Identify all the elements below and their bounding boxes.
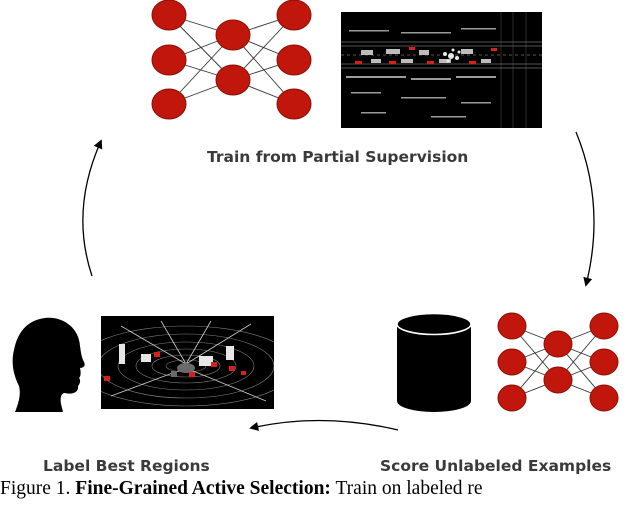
train-stage-label: Train from Partial Supervision <box>207 148 469 166</box>
arrow-bottom-left <box>249 419 399 431</box>
figure-caption: Figure 1. Fine-Grained Active Selection:… <box>0 478 640 500</box>
annotator-head <box>11 316 87 412</box>
caption-text: Train on labeled re <box>335 478 483 499</box>
neural-network-icon <box>497 312 619 412</box>
human-head-silhouette-icon <box>12 317 85 412</box>
neural-network-icon <box>151 0 312 120</box>
lidar-bev-image <box>341 12 542 128</box>
caption-prefix: Figure 1. <box>0 478 71 499</box>
unlabeled-database <box>396 313 472 413</box>
caption-bold-title: Fine-Grained Active Selection: <box>75 478 331 499</box>
arrow-left-up <box>82 139 103 277</box>
lidar-perspective-image <box>101 316 274 409</box>
database-cylinder-icon <box>396 313 472 412</box>
label-stage-label: Label Best Regions <box>43 457 210 475</box>
arrow-right-down <box>575 131 595 287</box>
network-bottom <box>492 306 638 414</box>
network-top <box>144 0 324 126</box>
score-stage-label: Score Unlabeled Examples <box>380 457 612 475</box>
